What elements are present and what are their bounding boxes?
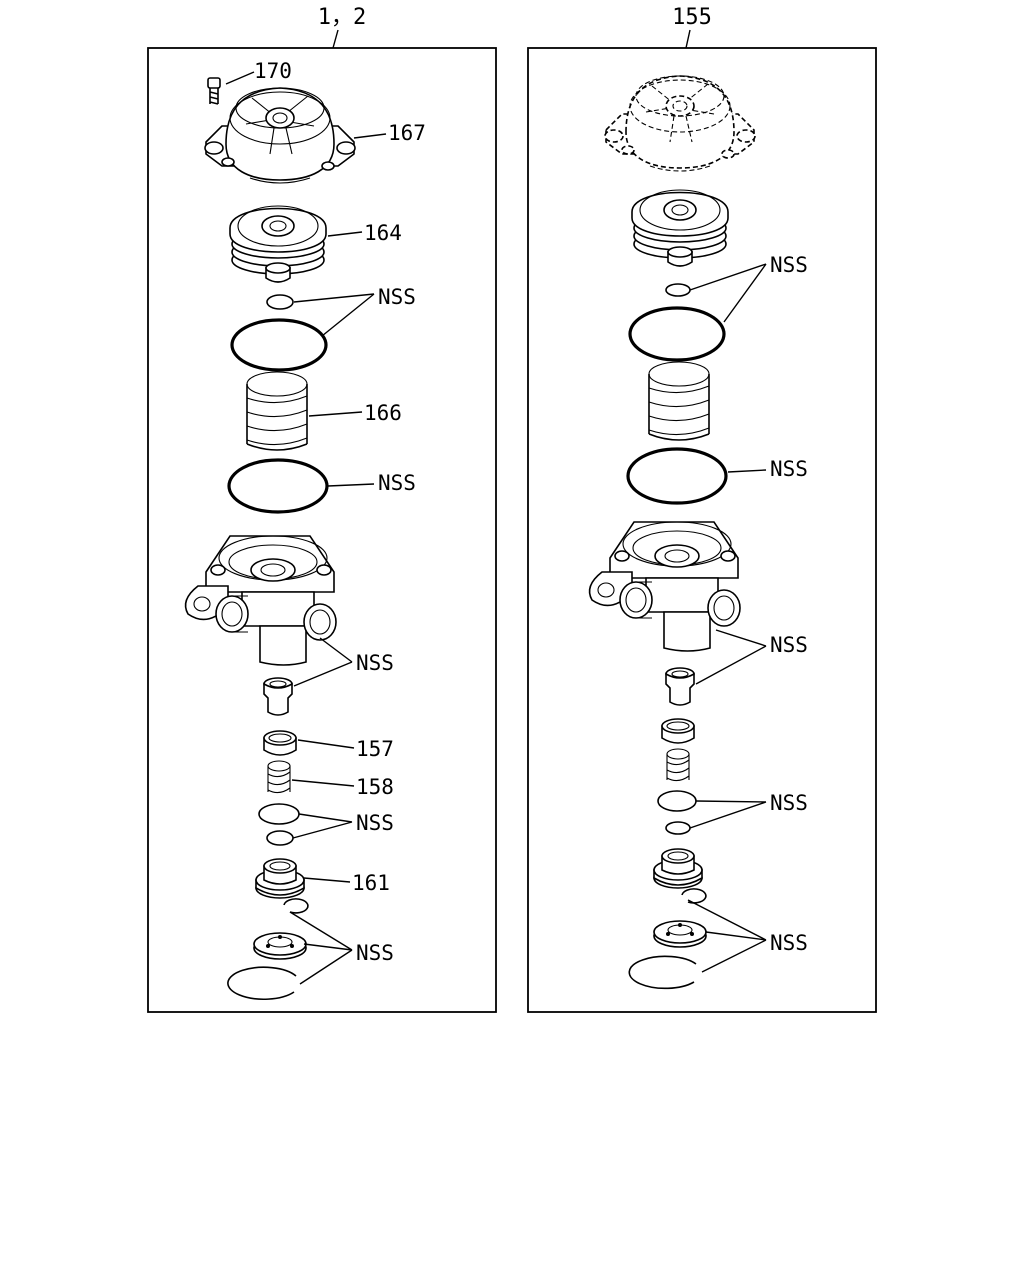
valve-body-part: [184, 535, 337, 666]
part-label-161: 161: [352, 871, 390, 895]
part-label-nss-2: NSS: [378, 471, 416, 495]
plunger-part: [263, 677, 293, 716]
o-ring-set-1: [628, 283, 726, 362]
panel-title: 1，2: [318, 5, 367, 30]
seal-cup-part-dashed: [661, 718, 695, 744]
o-ring-large: [227, 458, 329, 514]
part-label-167: 167: [388, 121, 426, 145]
piston-part-dashed: [631, 189, 729, 267]
cover-part-dashed: [604, 75, 756, 172]
panel-left: 1，2 170 167 164 NSS 166 NSS NSS: [147, 5, 497, 1013]
retainer-set: [628, 888, 707, 990]
part-label-nss-3: NSS: [770, 633, 808, 657]
panel-right: 155 NSS NSS NSS NSS: [527, 5, 877, 1013]
part-label-166: 166: [364, 401, 402, 425]
part-label-nss-4: NSS: [356, 811, 394, 835]
part-label-157: 157: [356, 737, 394, 761]
o-ring-set-1: [230, 294, 328, 372]
seal-cup-part: [263, 730, 297, 756]
valve-body-part: [588, 521, 741, 652]
bolt-part: [207, 77, 221, 105]
part-label-nss-5: NSS: [356, 941, 394, 965]
part-label-nss-5: NSS: [770, 931, 808, 955]
part-label-164: 164: [364, 221, 402, 245]
spring-part-dashed: [648, 361, 710, 441]
o-ring-large: [626, 447, 728, 505]
cover-part: [204, 87, 356, 184]
part-label-158: 158: [356, 775, 394, 799]
panel-frame: [527, 47, 877, 1013]
o-ring-set-2: [258, 803, 300, 846]
part-label-170: 170: [254, 59, 292, 83]
piston-part: [229, 205, 327, 283]
part-label-nss-3: NSS: [356, 651, 394, 675]
part-label-nss-1: NSS: [378, 285, 416, 309]
panel-title: 155: [672, 5, 712, 30]
retainer-set: [227, 898, 309, 1001]
spring-part: [246, 371, 308, 451]
valve-seat-part: [255, 858, 305, 899]
part-label-nss-2: NSS: [770, 457, 808, 481]
small-spring-part: [267, 760, 291, 794]
small-spring-part-dashed: [666, 748, 690, 782]
panel-frame: [147, 47, 497, 1013]
part-label-nss-1: NSS: [770, 253, 808, 277]
valve-seat-part-dashed: [653, 848, 703, 889]
plunger-part: [665, 667, 695, 706]
part-label-nss-4: NSS: [770, 791, 808, 815]
